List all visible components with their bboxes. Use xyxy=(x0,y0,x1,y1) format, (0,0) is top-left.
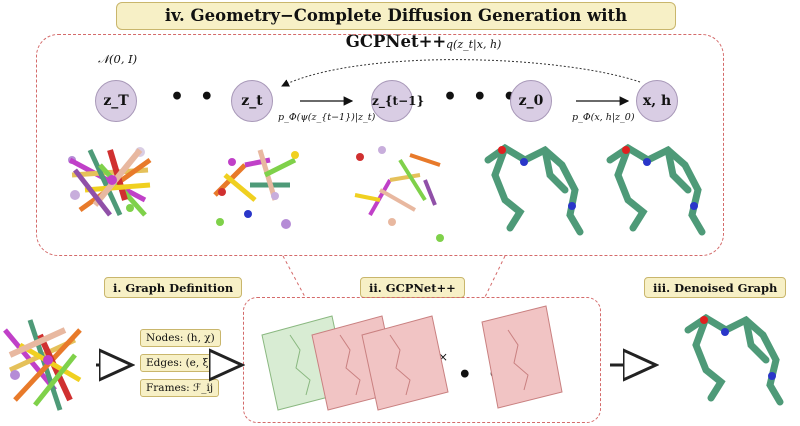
input-graph xyxy=(3,319,82,411)
node-z-0: z_0 xyxy=(510,80,552,122)
molecule-denoised-output xyxy=(684,313,784,406)
tag-nodes: Nodes: (h, χ) xyxy=(140,329,221,347)
tag-frames: Frames: ℱ_ij xyxy=(140,379,220,397)
prior-label: 𝒩(0, I) xyxy=(98,52,138,66)
node-z-t-minus-1: z_{t−1} xyxy=(371,80,424,122)
molecule-noisy-zT xyxy=(68,147,152,217)
diffusion-panel xyxy=(36,34,724,256)
molecule-z0 xyxy=(484,143,584,236)
molecule-zt xyxy=(213,149,299,229)
denoise-transition-label: p_Φ(ψ(z_{t−1})|z_t) xyxy=(278,112,376,123)
reverse-process-label: q(z_t|x, h) xyxy=(446,38,502,51)
gcpnet-layer-3 xyxy=(361,315,449,411)
gcpnet-layer-final xyxy=(481,305,563,409)
tag-denoised-graph: iii. Denoised Graph xyxy=(644,277,787,298)
molecule-x-h xyxy=(606,143,706,236)
connector-right xyxy=(484,255,506,298)
ellipsis-2: • • • xyxy=(443,84,521,110)
decode-transition-label: p_Φ(x, h|z_0) xyxy=(572,112,635,123)
node-x-h: x, h xyxy=(636,80,678,122)
reverse-arrow xyxy=(281,59,641,87)
node-z-t: z_t xyxy=(231,80,273,122)
diagram-title: iv. Geometry−Complete Diffusion Generati… xyxy=(116,2,676,51)
node-z-T: z_T xyxy=(95,80,137,122)
tag-edges: Edges: (e, ξ) xyxy=(140,354,219,372)
tag-graph-definition: i. Graph Definition xyxy=(104,277,243,298)
connector-left xyxy=(282,255,306,298)
molecule-zt-minus-1 xyxy=(354,146,444,242)
